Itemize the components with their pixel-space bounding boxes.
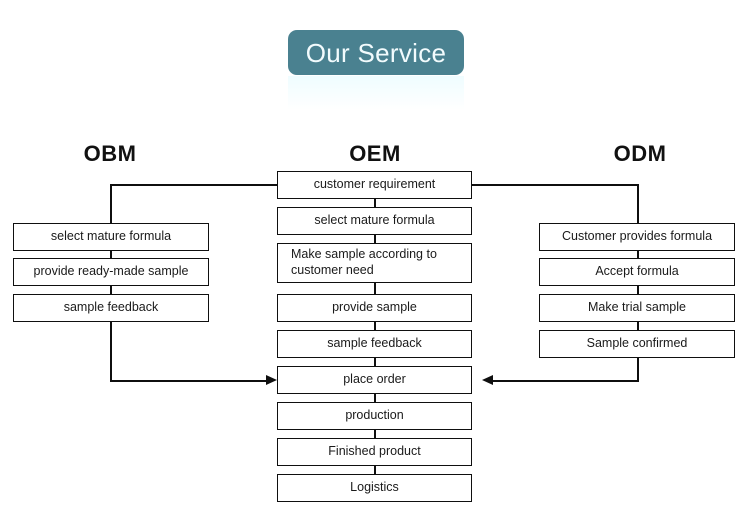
- node-odm-make-trial-sample[interactable]: Make trial sample: [539, 294, 735, 322]
- node-oem-customer-requirement[interactable]: customer requirement: [277, 171, 472, 199]
- connector-obm-2-3: [110, 285, 112, 295]
- arrowhead-into-place-order-left: [266, 375, 277, 385]
- connector-oem-7-8: [374, 429, 376, 439]
- connector-obm-to-place-order-horizontal: [110, 380, 267, 382]
- node-obm-sample-feedback[interactable]: sample feedback: [13, 294, 209, 322]
- node-odm-accept-formula[interactable]: Accept formula: [539, 258, 735, 286]
- node-oem-logistics[interactable]: Logistics: [277, 474, 472, 502]
- connector-oem-8-9: [374, 465, 376, 475]
- connector-obm-to-place-order-vertical: [110, 320, 112, 381]
- connector-oem-2-3: [374, 234, 376, 244]
- column-header-obm: OBM: [83, 141, 137, 166]
- column-header-odm: ODM: [613, 141, 667, 166]
- connector-oem-5-6: [374, 357, 376, 367]
- page-title: Our Service: [305, 37, 447, 68]
- node-oem-place-order[interactable]: place order: [277, 366, 472, 394]
- column-header-oem: OEM: [349, 141, 401, 166]
- connector-oem-6-7: [374, 393, 376, 403]
- node-oem-provide-sample[interactable]: provide sample: [277, 294, 472, 322]
- connector-oem-4-5: [374, 321, 376, 331]
- connector-oem-1-2: [374, 198, 376, 208]
- arrowhead-into-place-order-right: [482, 375, 493, 385]
- title-reflection-glow: [288, 76, 464, 110]
- connector-right-branch-vertical: [637, 184, 639, 224]
- title-banner: Our Service: [288, 30, 464, 75]
- connector-top-right-horizontal: [471, 184, 639, 186]
- node-oem-finished-product[interactable]: Finished product: [277, 438, 472, 466]
- connector-top-left-horizontal: [110, 184, 278, 186]
- node-odm-sample-confirmed[interactable]: Sample confirmed: [539, 330, 735, 358]
- node-obm-provide-ready-made-sample[interactable]: provide ready-made sample: [13, 258, 209, 286]
- connector-left-branch-vertical: [110, 184, 112, 224]
- connector-odm-2-3: [637, 285, 639, 295]
- connector-odm-to-place-order-horizontal: [493, 380, 639, 382]
- connector-odm-1-2: [637, 249, 639, 259]
- connector-odm-3-4: [637, 320, 639, 330]
- node-oem-sample-feedback[interactable]: sample feedback: [277, 330, 472, 358]
- connector-obm-1-2: [110, 249, 112, 259]
- connector-oem-3-4: [374, 282, 376, 294]
- node-oem-make-sample-according-to-customer-need[interactable]: Make sample according to customer need: [277, 243, 472, 283]
- node-oem-select-mature-formula[interactable]: select mature formula: [277, 207, 472, 235]
- node-odm-customer-provides-formula[interactable]: Customer provides formula: [539, 223, 735, 251]
- connector-odm-to-place-order-vertical: [637, 355, 639, 381]
- node-obm-select-mature-formula[interactable]: select mature formula: [13, 223, 209, 251]
- node-oem-production[interactable]: production: [277, 402, 472, 430]
